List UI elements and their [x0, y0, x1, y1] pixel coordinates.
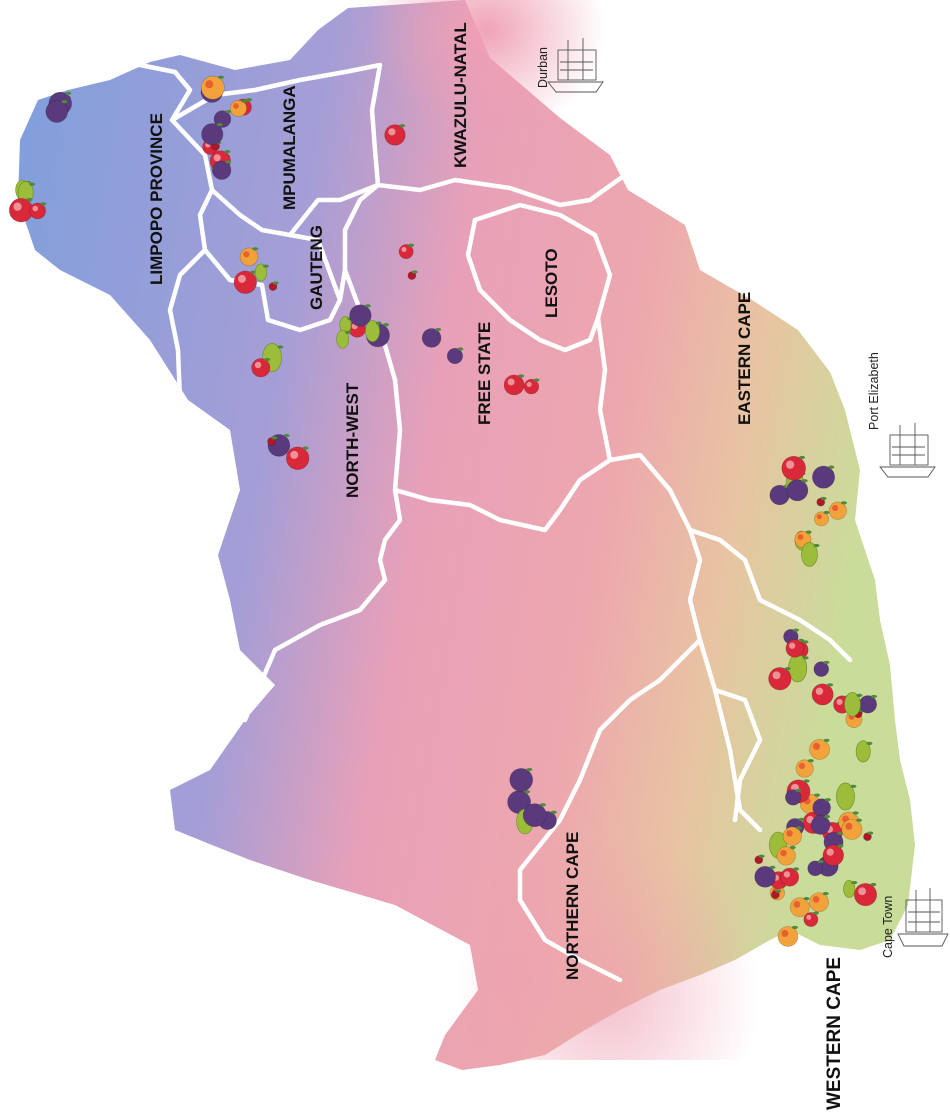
plum-icon — [810, 814, 831, 835]
apple-icon — [384, 124, 406, 146]
plum-icon — [807, 860, 824, 877]
border-freestate-kwazulu — [452, 172, 628, 208]
plum-icon — [446, 347, 464, 365]
apple-icon — [822, 844, 844, 866]
peach-icon — [814, 510, 830, 527]
label-kwazulu: KWAZULU-NATAL — [451, 22, 470, 168]
border-northwest-freestate — [242, 182, 613, 723]
plum-icon — [813, 660, 830, 677]
label-northerncape: NORTHERN CAPE — [563, 832, 582, 980]
label-durban: Durban — [536, 47, 550, 88]
apple-icon — [780, 867, 800, 887]
pear-icon — [844, 692, 863, 717]
peach-icon — [828, 501, 847, 520]
label-gauteng: GAUTENG — [307, 225, 326, 310]
plum-icon — [509, 767, 534, 792]
plum-icon — [812, 798, 831, 817]
label-port-elizabeth: Port Elizabeth — [867, 352, 881, 430]
cherry-icon — [268, 281, 279, 291]
pear-icon — [855, 740, 873, 763]
tint-north — [300, 0, 640, 300]
apple-icon — [29, 202, 47, 220]
apple-icon — [523, 378, 540, 395]
peach-icon — [789, 897, 810, 918]
border-limpopo-north — [137, 62, 215, 403]
label-freestate: FREE STATE — [475, 322, 494, 425]
pear-icon — [836, 782, 857, 811]
apple-icon — [803, 911, 819, 927]
plum-icon — [754, 865, 776, 888]
apple-icon — [781, 455, 806, 481]
border-westerncape-east — [712, 687, 763, 823]
apple-icon — [785, 638, 805, 658]
label-lesoto: LESOTO — [542, 248, 561, 318]
border-mpumalanga — [169, 62, 383, 188]
ship-port-elizabeth-icon — [879, 423, 936, 478]
plum-icon — [45, 100, 68, 123]
cherry-icon — [771, 889, 782, 899]
pear-icon — [339, 316, 354, 334]
apple-icon — [503, 374, 525, 396]
apple-icon — [251, 357, 271, 378]
apple-icon — [8, 197, 34, 223]
label-limpopo: LIMPOPO PROVINCE — [147, 113, 166, 285]
cherry-icon — [407, 270, 418, 280]
pear-icon — [365, 320, 382, 342]
label-westerncape: WESTERN CAPE — [824, 957, 845, 1110]
cherry-icon — [267, 436, 278, 446]
label-cape-town: Cape Town — [881, 896, 895, 958]
border-mpu-gauteng — [209, 177, 458, 238]
peach-icon — [229, 99, 248, 117]
label-easterncape: EASTERN CAPE — [735, 292, 754, 425]
plum-icon — [201, 122, 224, 146]
ship-cape-town-icon — [897, 888, 949, 947]
peach-icon — [239, 247, 259, 267]
plum-icon — [522, 803, 547, 828]
apple-icon — [285, 446, 310, 470]
cherry-icon — [754, 854, 765, 865]
peach-icon — [795, 759, 814, 778]
apple-icon — [233, 270, 257, 294]
fruit-clusters — [8, 75, 878, 947]
label-northwest: NORTH-WEST — [343, 382, 362, 498]
apple-icon — [811, 683, 834, 706]
plum-icon — [785, 788, 802, 806]
pear-icon — [801, 542, 820, 567]
peach-icon — [782, 826, 802, 846]
apple-icon — [768, 666, 792, 691]
border-westerncape-north — [517, 637, 703, 983]
plum-icon — [349, 304, 372, 327]
plum-icon — [786, 479, 809, 502]
ship-durban-icon — [547, 38, 604, 93]
cherry-icon — [863, 831, 874, 842]
plum-icon — [812, 465, 835, 489]
peach-icon — [776, 845, 796, 866]
peach-icon — [777, 925, 799, 947]
peach-icon — [809, 738, 830, 760]
pear-icon — [843, 880, 858, 898]
peach-icon — [200, 75, 225, 100]
tint-southwest — [380, 650, 760, 1060]
label-mpumalanga: MPUMALANGA — [280, 85, 299, 210]
apple-icon — [398, 243, 415, 260]
peach-icon — [841, 818, 863, 840]
pear-icon — [336, 329, 351, 349]
pear-icon — [254, 263, 269, 282]
province-borders — [137, 62, 853, 983]
plum-icon — [421, 327, 442, 348]
peach-icon — [809, 891, 829, 913]
plum-icon — [212, 160, 232, 180]
border-lesoto — [465, 202, 613, 353]
cherry-icon — [816, 496, 827, 507]
apple-icon — [853, 882, 878, 907]
